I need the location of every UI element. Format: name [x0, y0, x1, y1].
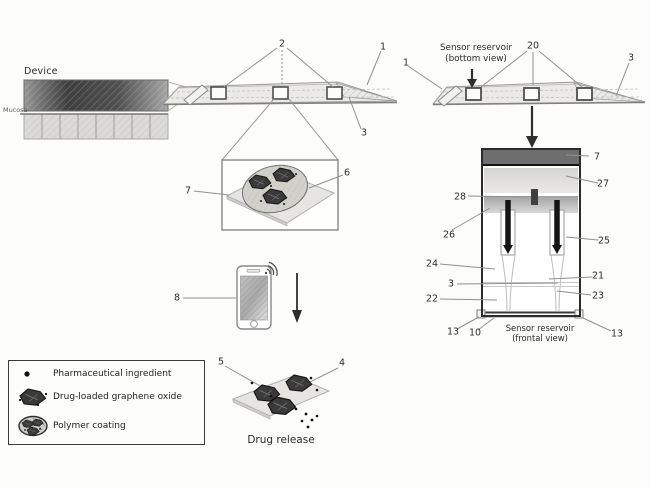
- callout-10: 10: [469, 328, 481, 338]
- callout-2: 2: [279, 39, 285, 49]
- legend-item-polymer: Polymer coating: [13, 414, 200, 438]
- callout-27: 27: [597, 179, 609, 189]
- device-cross-section: [20, 80, 197, 139]
- callout-22: 22: [426, 294, 438, 304]
- callout-3-frontal: 3: [448, 279, 454, 289]
- device-3d-view: [163, 82, 397, 105]
- callout-7-inset: 7: [185, 186, 191, 196]
- callout-4: 4: [339, 358, 345, 368]
- pharmaceutical-dot-icon: [13, 367, 53, 381]
- mucosa-label: Mucosa: [3, 106, 28, 114]
- smartphone-icon: [183, 262, 302, 329]
- callout-6-inset: 6: [344, 168, 350, 178]
- callout-25: 25: [598, 236, 610, 246]
- center-connector: [531, 189, 538, 205]
- frontal-view-caption: Sensor reservoir (frontal view): [506, 323, 575, 343]
- drug-release-caption: Drug release: [247, 434, 314, 446]
- legend-box: Pharmaceutical ingredient Drug-loaded gr…: [8, 360, 205, 445]
- drug-release-view: [225, 366, 338, 428]
- bottom-view-title-line2: (bottom view): [440, 54, 512, 65]
- down-arrow: [292, 273, 302, 323]
- callout-1-left: 1: [380, 42, 386, 52]
- callout-28: 28: [454, 192, 466, 202]
- device-label: Device: [24, 66, 58, 77]
- sensor-frontal-view: [440, 149, 611, 331]
- callout-26: 26: [443, 230, 455, 240]
- callout-13-right: 13: [611, 329, 623, 339]
- legend-item-pharmaceutical: Pharmaceutical ingredient: [13, 367, 200, 381]
- callout-7-frontal: 7: [594, 152, 600, 162]
- frontal-caption-line1: Sensor reservoir: [506, 323, 575, 333]
- callout-23: 23: [592, 291, 604, 301]
- bottom-view-title: Sensor reservoir (bottom view): [440, 43, 512, 65]
- callout-1-bottomview: 1: [403, 58, 409, 68]
- callout-21: 21: [592, 271, 604, 281]
- pointer-arrow-large: [526, 106, 538, 148]
- frontal-caption-line2: (frontal view): [506, 333, 575, 343]
- top-electronics-bar: [483, 150, 579, 164]
- callout-13-left: 13: [447, 327, 459, 337]
- pointer-arrow-small: [467, 69, 477, 88]
- bottom-view-title-line1: Sensor reservoir: [440, 43, 512, 54]
- callout-20: 20: [527, 41, 539, 51]
- callout-3-left: 3: [361, 128, 367, 138]
- legend-item-label: Pharmaceutical ingredient: [53, 369, 171, 379]
- legend-item-label: Polymer coating: [53, 421, 126, 431]
- polymer-coating-icon: [13, 414, 53, 438]
- callout-3-bottomview: 3: [628, 53, 634, 63]
- legend-item-label: Drug-loaded graphene oxide: [53, 392, 182, 402]
- legend-item-graphene: Drug-loaded graphene oxide: [13, 386, 200, 408]
- magnifier-inset: [194, 99, 343, 230]
- callout-8-phone: 8: [174, 293, 180, 303]
- sensor-bottom-view: [408, 51, 645, 148]
- callout-5: 5: [218, 357, 224, 367]
- callout-24: 24: [426, 259, 438, 269]
- graphene-flake-icon: [13, 386, 53, 408]
- mucosa-layer: [20, 114, 168, 139]
